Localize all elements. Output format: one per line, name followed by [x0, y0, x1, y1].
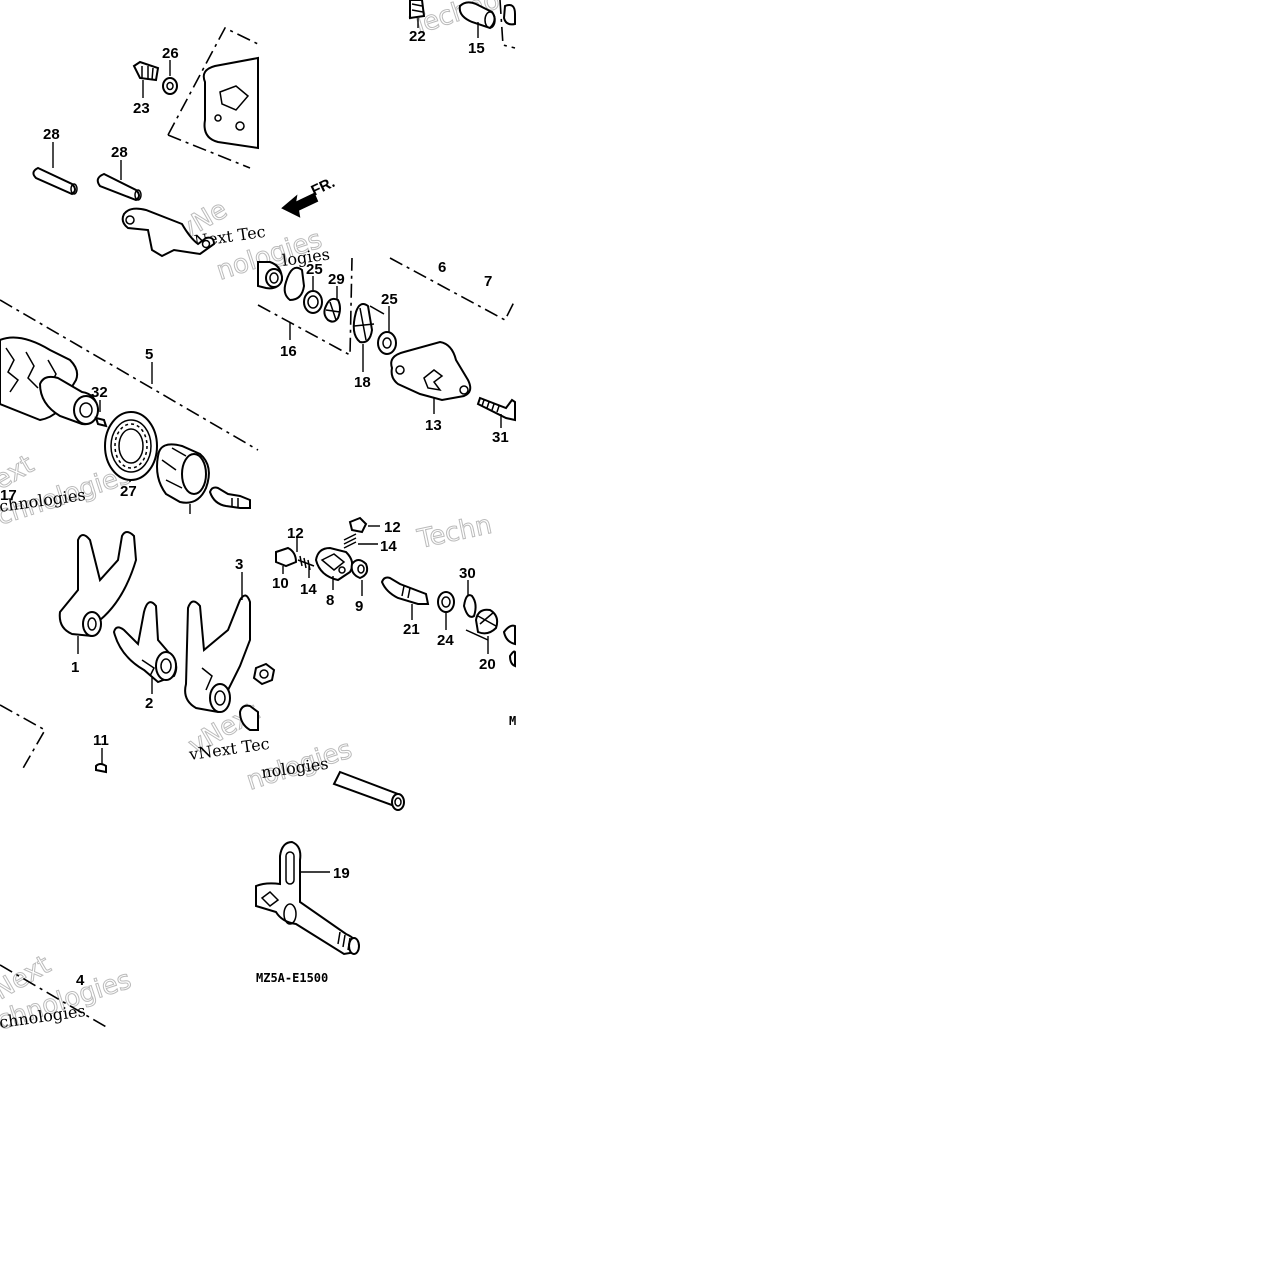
callout-number: 6: [438, 259, 446, 276]
callout-number: 4: [76, 972, 85, 989]
callout-number: 19: [333, 865, 350, 882]
stopper-cluster: [275, 516, 516, 668]
shift-shaft: [332, 770, 405, 811]
front-arrow-icon: [281, 192, 319, 218]
shift-drum-part: [202, 56, 259, 150]
callout-number: 28: [43, 126, 60, 143]
drum-bolt: [208, 486, 251, 509]
part-11-clip: [95, 748, 107, 774]
drum-hole: [214, 114, 222, 122]
group-box-drum: [167, 26, 259, 136]
group-outlines: [0, 0, 516, 1029]
callout-labels: 1 2 3 4 5 6 7 8 9 10 11 12 12 13 14 14 1…: [0, 28, 509, 989]
fork-shaft-end: [238, 704, 259, 731]
group-box-shaft: [0, 299, 259, 451]
callout-number: 23: [133, 100, 150, 117]
callout-number: 32: [91, 384, 108, 401]
part-15-22-top: [409, 0, 516, 38]
callout-number: 30: [459, 565, 476, 582]
callout-number: 17: [0, 487, 17, 504]
part-13-plate: [390, 340, 472, 414]
part-26-washer: [162, 60, 178, 95]
callout-number: 5: [145, 346, 153, 363]
front-arrow: FR.: [281, 174, 338, 218]
callout-number: 11: [93, 732, 109, 749]
callout-number: 12: [287, 525, 304, 542]
drum-hole: [235, 121, 245, 131]
drum-center: [156, 443, 210, 514]
front-label: FR.: [309, 174, 338, 200]
part-23-plug: [132, 60, 160, 98]
part-28-pins: [32, 142, 142, 202]
part-25-washer: [377, 306, 397, 355]
callout-number: 24: [437, 632, 454, 649]
group-box-spring: [257, 257, 353, 357]
callout-number: 2: [145, 695, 153, 712]
part-2-fork: [112, 601, 178, 694]
part-31-bolt: [476, 396, 516, 428]
callout-number: 27: [120, 483, 137, 500]
diagram-code: MZ5A-E1500: [256, 971, 328, 985]
callout-number: 22: [409, 28, 426, 45]
callout-number: 7: [484, 273, 492, 290]
callout-number: 3: [235, 556, 243, 573]
stopper-bracket: [121, 207, 216, 258]
callout-number: 18: [354, 374, 371, 391]
part-18-spring: [352, 303, 385, 372]
drum-detail: [219, 85, 250, 111]
group-box-fork: [0, 704, 47, 771]
part-27-bearing: [104, 411, 158, 482]
part-5-shift-drum: [0, 336, 153, 426]
plug-body: [132, 60, 160, 82]
callout-number: 29: [328, 271, 345, 288]
callout-number: 10: [272, 575, 289, 592]
watermark: Techn: [414, 510, 494, 555]
watermark-layer: Techno Techn chnologies chnologies nolog…: [0, 0, 504, 1037]
group-box-fork-shaft: [0, 964, 109, 1029]
shift-drum-upper: [202, 56, 259, 150]
part-1-fork: [58, 531, 138, 654]
callout-number: 31: [492, 429, 509, 446]
callout-number: 13: [425, 417, 442, 434]
callout-number: 14: [380, 538, 397, 555]
callout-number: 8: [326, 592, 334, 609]
callout-number: 21: [403, 621, 420, 638]
callout-number: 1: [71, 659, 79, 676]
edge-fragment: M: [509, 714, 516, 728]
callout-number: 16: [280, 343, 297, 360]
springs-upper: [283, 266, 341, 323]
fork-nut: [252, 662, 276, 686]
callout-number: 9: [355, 598, 363, 615]
callout-number: 26: [162, 45, 179, 62]
part-32-pin: [94, 400, 108, 428]
group-box-plate: [389, 257, 516, 322]
callout-number: 14: [300, 581, 317, 598]
callout-number: 25: [306, 261, 323, 278]
callout-number: 12: [384, 519, 401, 536]
callout-number: 15: [468, 40, 485, 57]
group-box-drum-lower: [167, 134, 251, 169]
callout-number: 28: [111, 144, 128, 161]
part-16-collar: [257, 261, 291, 340]
part-3-fork: [184, 572, 251, 714]
callout-number: 20: [479, 656, 496, 673]
callout-number: 25: [381, 291, 398, 308]
part-19-spindle: [255, 840, 360, 956]
